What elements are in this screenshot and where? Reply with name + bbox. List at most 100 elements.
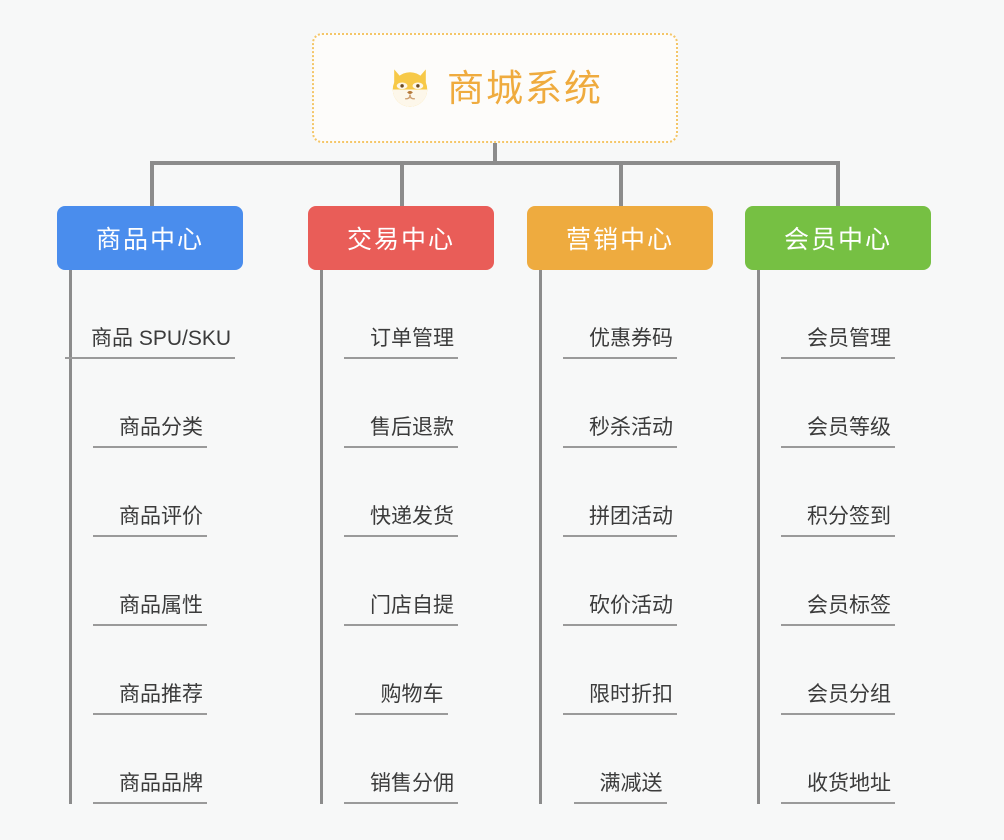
leaf-rule [93,535,207,537]
leaf-label: 商品品牌 [119,772,203,795]
branch-column-4: 会员中心 会员管理 会员等级 积分签到 会员标签 会员分组 [745,206,931,804]
branch-items-3: 优惠券码 秒杀活动 拼团活动 砍价活动 限时折扣 满减送 [527,270,713,804]
leaf-item[interactable]: 积分签到 [767,448,931,537]
leaf-label: 收货地址 [807,772,891,795]
leaf-label: 会员分组 [807,683,891,706]
branch-spine [539,270,542,804]
leaf-item[interactable]: 销售分佣 [330,715,494,804]
leaf-rule [65,357,236,359]
leaf-rule [781,713,895,715]
leaf-rule [781,802,895,804]
connector-drop-4 [836,161,840,206]
leaf-item[interactable]: 收货地址 [767,715,931,804]
dog-face-icon [392,69,428,107]
leaf-item[interactable]: 购物车 [330,626,494,715]
branch-items-2: 订单管理 售后退款 快递发货 门店自提 购物车 销售分佣 [308,270,494,804]
leaf-label: 购物车 [380,683,444,706]
leaf-label: 商品 SPU/SKU [90,327,232,350]
leaf-rule [93,624,207,626]
leaf-rule [563,624,677,626]
leaf-rule [563,535,677,537]
leaf-item[interactable]: 会员标签 [767,537,931,626]
branch-header-label: 会员中心 [783,226,892,254]
leaf-rule [344,535,458,537]
connector-drop-2 [400,161,404,206]
root-node[interactable]: 商城系统 [312,33,678,143]
leaf-rule [93,802,207,804]
branch-spine [757,270,760,804]
leaf-item[interactable]: 门店自提 [330,537,494,626]
leaf-rule [344,802,458,804]
leaf-item[interactable]: 限时折扣 [549,626,713,715]
leaf-item[interactable]: 商品属性 [79,537,243,626]
leaf-label: 会员等级 [807,416,891,439]
branch-spine [320,270,323,804]
leaf-item[interactable]: 订单管理 [330,270,494,359]
leaf-rule [93,713,207,715]
leaf-label: 砍价活动 [589,594,673,617]
leaf-label: 满减送 [599,772,663,795]
branch-column-2: 交易中心 订单管理 售后退款 快递发货 门店自提 购物车 [308,206,494,804]
leaf-item[interactable]: 秒杀活动 [549,359,713,448]
leaf-item[interactable]: 商品评价 [79,448,243,537]
leaf-item[interactable]: 商品分类 [79,359,243,448]
leaf-rule [344,446,458,448]
branch-header-1[interactable]: 商品中心 [57,206,243,270]
branch-header-4[interactable]: 会员中心 [745,206,931,270]
leaf-item[interactable]: 商品推荐 [79,626,243,715]
leaf-label: 商品评价 [119,505,203,528]
leaf-rule [574,802,667,804]
branch-column-3: 营销中心 优惠券码 秒杀活动 拼团活动 砍价活动 限时折扣 [527,206,713,804]
leaf-rule [781,357,895,359]
branch-header-3[interactable]: 营销中心 [527,206,713,270]
leaf-rule [781,446,895,448]
leaf-label: 优惠券码 [589,327,673,350]
branch-header-label: 交易中心 [346,226,455,254]
leaf-rule [355,713,448,715]
leaf-label: 秒杀活动 [589,416,673,439]
leaf-rule [781,535,895,537]
leaf-rule [93,446,207,448]
branch-items-1: 商品 SPU/SKU 商品分类 商品评价 商品属性 商品推荐 商品品牌 [57,270,243,804]
leaf-item[interactable]: 快递发货 [330,448,494,537]
leaf-item[interactable]: 拼团活动 [549,448,713,537]
branch-header-2[interactable]: 交易中心 [308,206,494,270]
leaf-label: 门店自提 [370,594,454,617]
leaf-rule [563,713,677,715]
connector-root-stem [493,143,497,165]
leaf-label: 售后退款 [370,416,454,439]
leaf-item[interactable]: 满减送 [549,715,713,804]
leaf-item[interactable]: 会员管理 [767,270,931,359]
leaf-label: 限时折扣 [589,683,673,706]
branch-header-label: 营销中心 [565,226,674,254]
branch-header-label: 商品中心 [95,226,204,254]
leaf-rule [344,357,458,359]
leaf-label: 订单管理 [370,327,454,350]
leaf-label: 商品属性 [119,594,203,617]
branch-spine [69,270,72,804]
leaf-label: 会员标签 [807,594,891,617]
leaf-label: 商品推荐 [119,683,203,706]
branch-items-4: 会员管理 会员等级 积分签到 会员标签 会员分组 收货地址 [745,270,931,804]
connector-drop-3 [619,161,623,206]
leaf-label: 销售分佣 [370,772,454,795]
leaf-item[interactable]: 售后退款 [330,359,494,448]
leaf-item[interactable]: 商品品牌 [79,715,243,804]
leaf-label: 商品分类 [119,416,203,439]
leaf-item[interactable]: 会员等级 [767,359,931,448]
leaf-item[interactable]: 优惠券码 [549,270,713,359]
branch-column-1: 商品中心 商品 SPU/SKU 商品分类 商品评价 商品属性 商品推荐 [57,206,243,804]
leaf-rule [563,357,677,359]
leaf-item[interactable]: 商品 SPU/SKU [65,270,243,359]
connector-drop-1 [150,161,154,206]
leaf-rule [344,624,458,626]
leaf-label: 拼团活动 [589,505,673,528]
leaf-label: 快递发货 [370,505,454,528]
leaf-item[interactable]: 砍价活动 [549,537,713,626]
leaf-label: 积分签到 [807,505,891,528]
connector-horizontal-bus [150,161,838,165]
leaf-rule [563,446,677,448]
leaf-label: 会员管理 [807,327,891,350]
leaf-item[interactable]: 会员分组 [767,626,931,715]
